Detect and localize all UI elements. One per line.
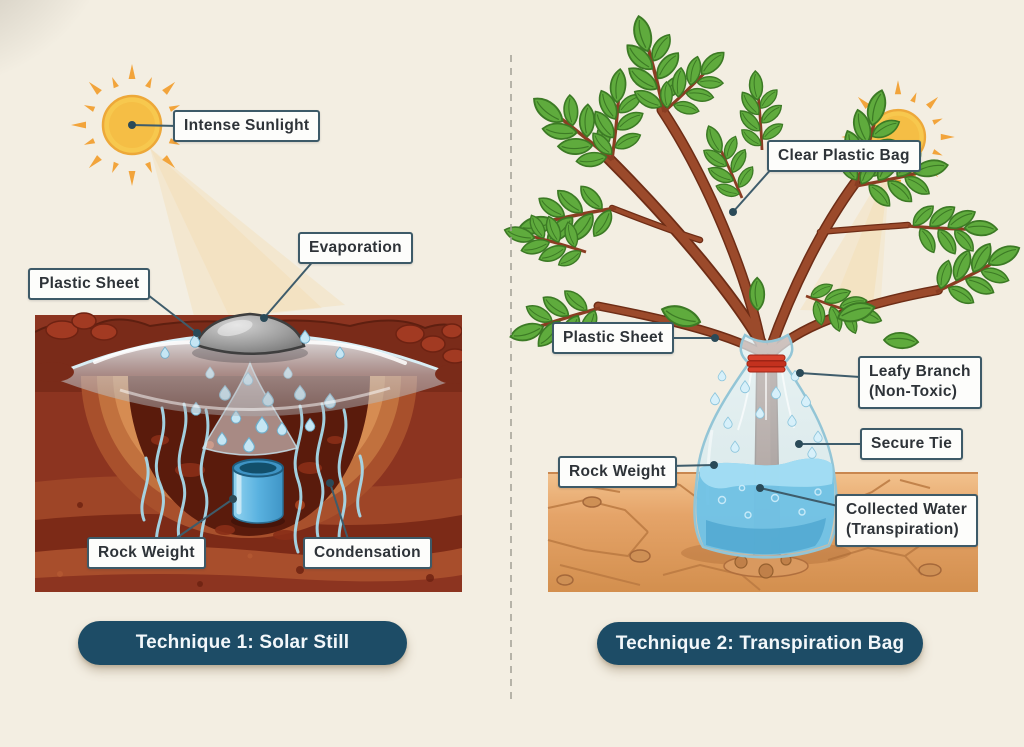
collected-water	[696, 458, 835, 555]
technique1-title: Technique 1: Solar Still	[135, 632, 350, 653]
left-sunbeam	[150, 148, 345, 320]
technique1-title-pill: Technique 1: Solar Still	[78, 621, 407, 665]
label-text: Plastic Sheet	[39, 275, 140, 292]
label-condensation: Condensation	[303, 537, 432, 570]
vapor-lines	[140, 402, 364, 558]
label-text: Collected Water	[846, 501, 968, 518]
label-text: Rock Weight	[98, 544, 195, 561]
surface-rocks	[45, 312, 462, 364]
technique2-title-pill: Technique 2: Transpiration Bag	[597, 622, 923, 665]
label-clear-plastic-bag: Clear Plastic Bag	[767, 140, 921, 173]
label-leafy-branch: Leafy Branch (Non-Toxic)	[858, 356, 982, 409]
label-text: Plastic Sheet	[563, 329, 664, 346]
label-text: Clear Plastic Bag	[778, 147, 910, 164]
label-text: Secure Tie	[871, 435, 953, 452]
label-plastic-sheet-right: Plastic Sheet	[552, 322, 675, 355]
label-rock-weight-left: Rock Weight	[87, 537, 206, 570]
label-text: (Non-Toxic)	[869, 383, 958, 401]
label-secure-tie: Secure Tie	[860, 428, 964, 461]
label-text: Intense Sunlight	[184, 117, 310, 134]
label-evaporation: Evaporation	[298, 232, 413, 265]
label-collected-water: Collected Water (Transpiration)	[835, 494, 979, 547]
leader-lines	[131, 124, 862, 540]
label-text: Condensation	[314, 544, 421, 561]
plastic-sheet-dome	[49, 332, 461, 417]
leafy-tree-illustration	[497, 11, 1024, 355]
technique2-title: Technique 2: Transpiration Bag	[615, 632, 905, 654]
label-intense-sunlight: Intense Sunlight	[173, 110, 321, 143]
leader-dots	[128, 121, 804, 503]
corner-shadow	[0, 0, 94, 82]
label-text: Evaporation	[309, 239, 402, 256]
collection-cup	[231, 458, 285, 528]
transpiration-bag-illustration	[693, 333, 839, 559]
label-text: Leafy Branch	[869, 363, 971, 380]
rock-weight	[192, 312, 308, 363]
label-plastic-sheet-left: Plastic Sheet	[28, 268, 151, 301]
label-rock-weight-right: Rock Weight	[558, 456, 677, 489]
secure-tie	[746, 354, 787, 373]
label-text: (Transpiration)	[846, 521, 960, 539]
label-text: Rock Weight	[569, 463, 666, 480]
